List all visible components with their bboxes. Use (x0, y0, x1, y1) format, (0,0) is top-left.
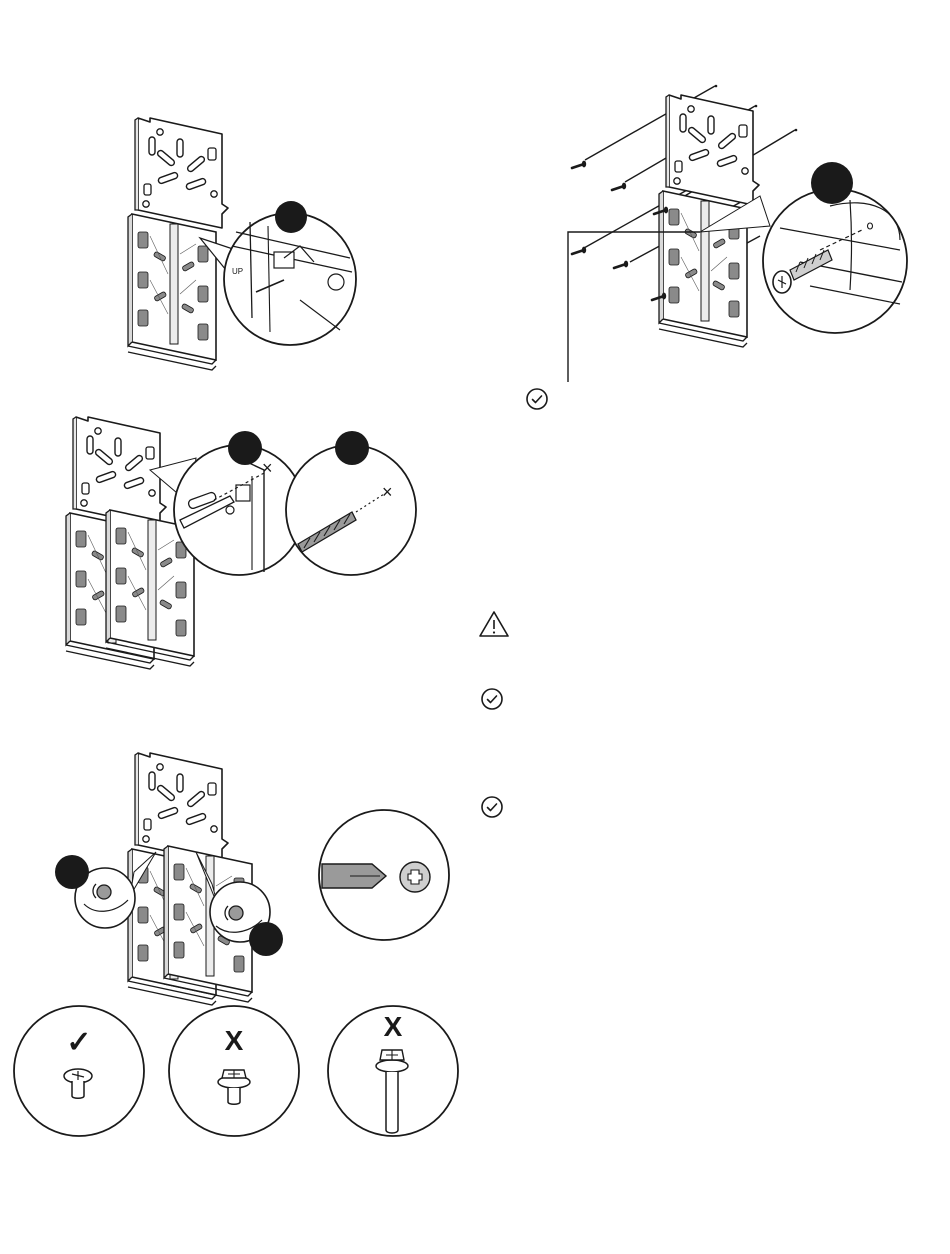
panel-step-insert-bracket: UP (128, 118, 356, 370)
target-mark: × (382, 482, 393, 502)
step-marker (335, 431, 369, 465)
screw-guide-correct: ✓ (14, 1006, 144, 1136)
check-circle-icon (527, 389, 547, 409)
step-marker (249, 922, 283, 956)
wrong-mark: X (225, 1025, 244, 1056)
panel-step-fasten-bracket (527, 85, 907, 409)
step-marker (55, 855, 89, 889)
panel-step-tighten-screws (55, 753, 449, 1005)
check-circle-icon (482, 797, 502, 817)
screw-guide-wrong-hex: X (169, 1006, 299, 1136)
screw-guide-wrong-long: X (328, 1006, 458, 1136)
warning-icon (480, 612, 508, 636)
up-mark-text: UP (232, 267, 243, 276)
screw-guide: ✓ X X (14, 1006, 458, 1136)
wrong-mark: X (384, 1011, 403, 1042)
panel-step-mark-and-drill: × × (66, 417, 416, 669)
detail-callout-circle (174, 445, 304, 575)
correct-mark: ✓ (66, 1026, 91, 1059)
step-marker (275, 201, 307, 233)
step-marker (811, 162, 853, 204)
step-marker (228, 431, 262, 465)
check-circle-icon (482, 689, 502, 709)
target-mark: × (262, 458, 273, 478)
